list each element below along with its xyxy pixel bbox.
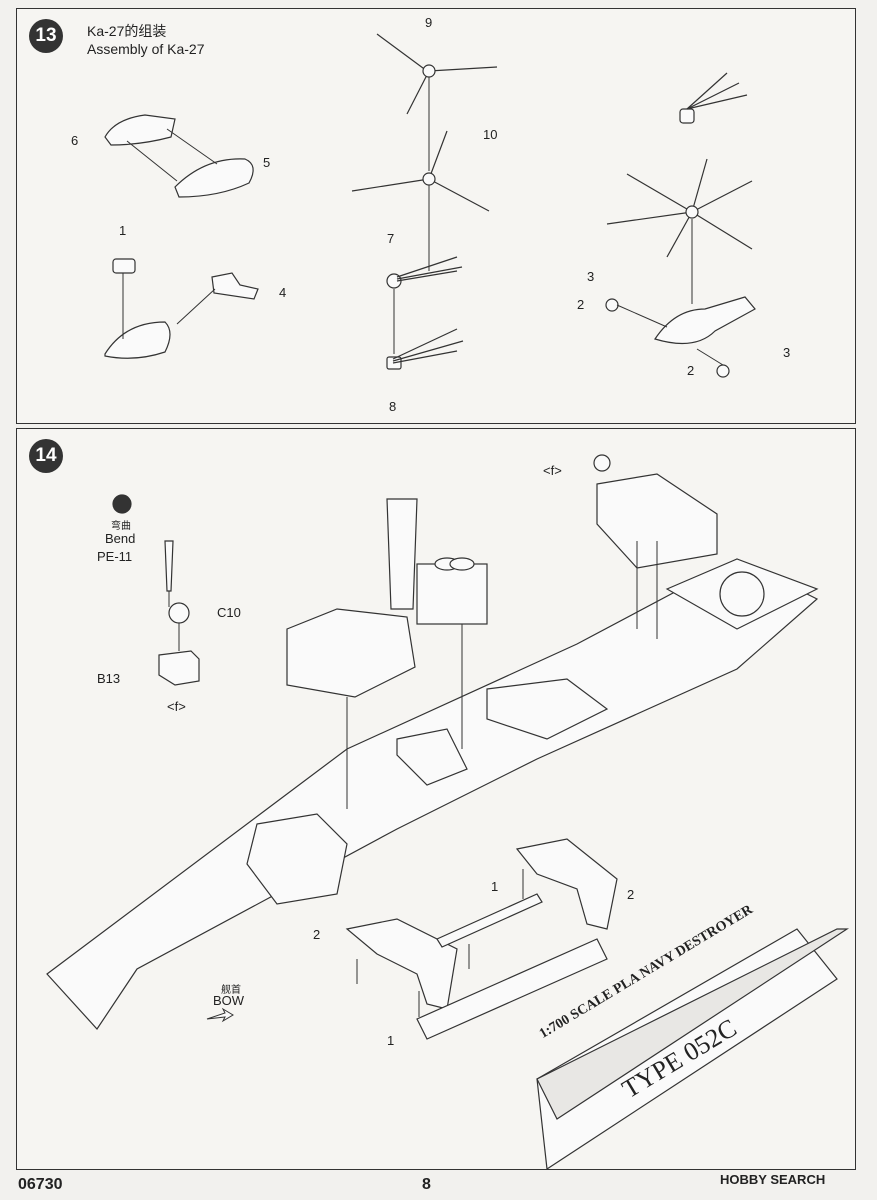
bend-label-en: Bend [105,531,136,546]
stand-part-2-left: 2 [313,927,321,942]
page-number: 8 [422,1176,431,1193]
f-reference-top: <f> [543,463,562,478]
part-label-8: 8 [389,399,397,414]
part-label-2-left: 2 [577,297,585,312]
part-label-9: 9 [425,15,433,30]
part-label-10: 10 [483,127,498,142]
part-label-7: 7 [387,231,395,246]
step-13-badge: 13 [29,19,63,53]
part-label-6: 6 [71,133,79,148]
part-label-4: 4 [279,285,287,300]
part-label-2-right: 2 [687,363,695,378]
step-13-title-en: Assembly of Ka-27 [87,41,205,57]
stand-part-1-bottom: 1 [387,1033,395,1048]
part-label-3-right: 3 [783,345,791,360]
step-13-panel: 13 Ka-27的组装 Assembly of Ka-27 [16,8,856,424]
stand-part-1-top: 1 [491,879,499,894]
stand-part-2-right: 2 [627,887,635,902]
part-label-1: 1 [119,223,127,238]
b13-label: B13 [97,671,121,686]
step-14-badge: 14 [29,439,63,473]
destroyer-assembly-drawing [46,454,850,1169]
part-label-3-left: 3 [587,269,595,284]
part-label-5: 5 [263,155,271,170]
product-code: 06730 [18,1176,63,1193]
watermark: HOBBY SEARCH [720,1172,826,1187]
step-14-panel: 14 [16,428,856,1170]
c10-label: C10 [217,605,241,620]
bow-label-cn: 舰首 [221,985,241,996]
pe11-label: PE-11 [97,549,133,564]
f-reference-left: <f> [167,699,186,714]
bend-label-cn: 弯曲 [111,521,131,532]
ka27-assembly-drawing [104,33,756,378]
bow-label-en: BOW [213,993,245,1008]
step-13-title-cn: Ka-27的组装 [87,23,167,39]
